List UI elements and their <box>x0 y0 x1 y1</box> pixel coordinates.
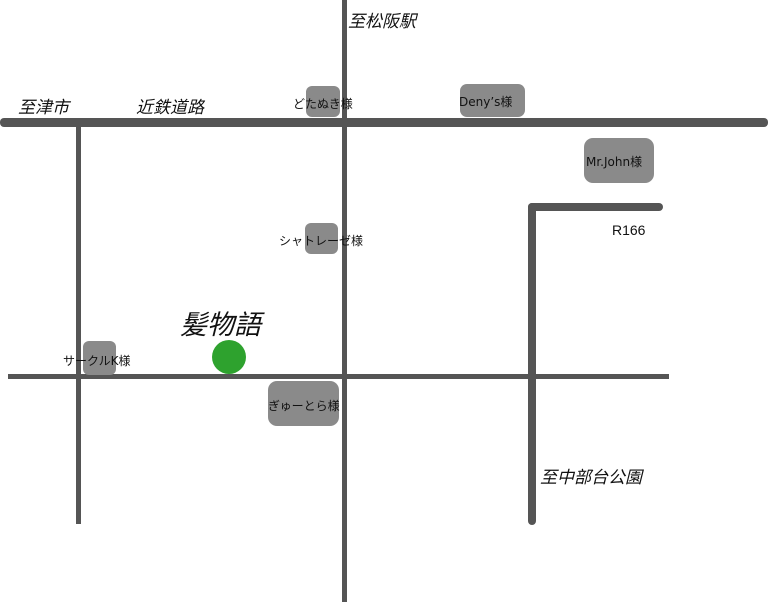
route-166-vertical <box>528 203 536 525</box>
dennys-box <box>460 84 525 117</box>
mr-john-box <box>584 138 654 183</box>
circle-k-box <box>83 341 116 375</box>
label-dennys: Deny’s様 <box>459 95 512 109</box>
salon-name-label: 髪物語 <box>180 310 265 341</box>
road-to-matsusaka <box>342 0 347 602</box>
label-kintetsu-road: 近鉄道路 <box>136 98 206 118</box>
label-to-nakabe-park: 至中部台公園 <box>540 468 644 488</box>
label-to-tsu-city: 至津市 <box>18 98 72 118</box>
label-chateraise: シャトレーゼ様 <box>279 234 363 248</box>
label-mr-john: Mr.John様 <box>586 155 642 169</box>
gyutora-box <box>268 381 339 426</box>
label-route-166: R166 <box>612 222 646 238</box>
chateraise-box <box>305 223 338 254</box>
label-circle-k: サークルK様 <box>63 354 131 368</box>
label-dotanuki: どたぬき様 <box>293 97 353 111</box>
lower-horizontal-road <box>8 374 669 379</box>
dotanuki-box <box>306 86 340 117</box>
landmark-boxes <box>83 84 654 426</box>
label-gyutora: ぎゅーとら様 <box>268 399 340 413</box>
left-vertical-road <box>76 126 81 524</box>
kintetsu-road <box>0 118 768 127</box>
salon-location-marker <box>212 340 246 374</box>
route-166-horizontal <box>528 203 663 211</box>
label-to-matsusaka-station: 至松阪駅 <box>348 12 419 32</box>
